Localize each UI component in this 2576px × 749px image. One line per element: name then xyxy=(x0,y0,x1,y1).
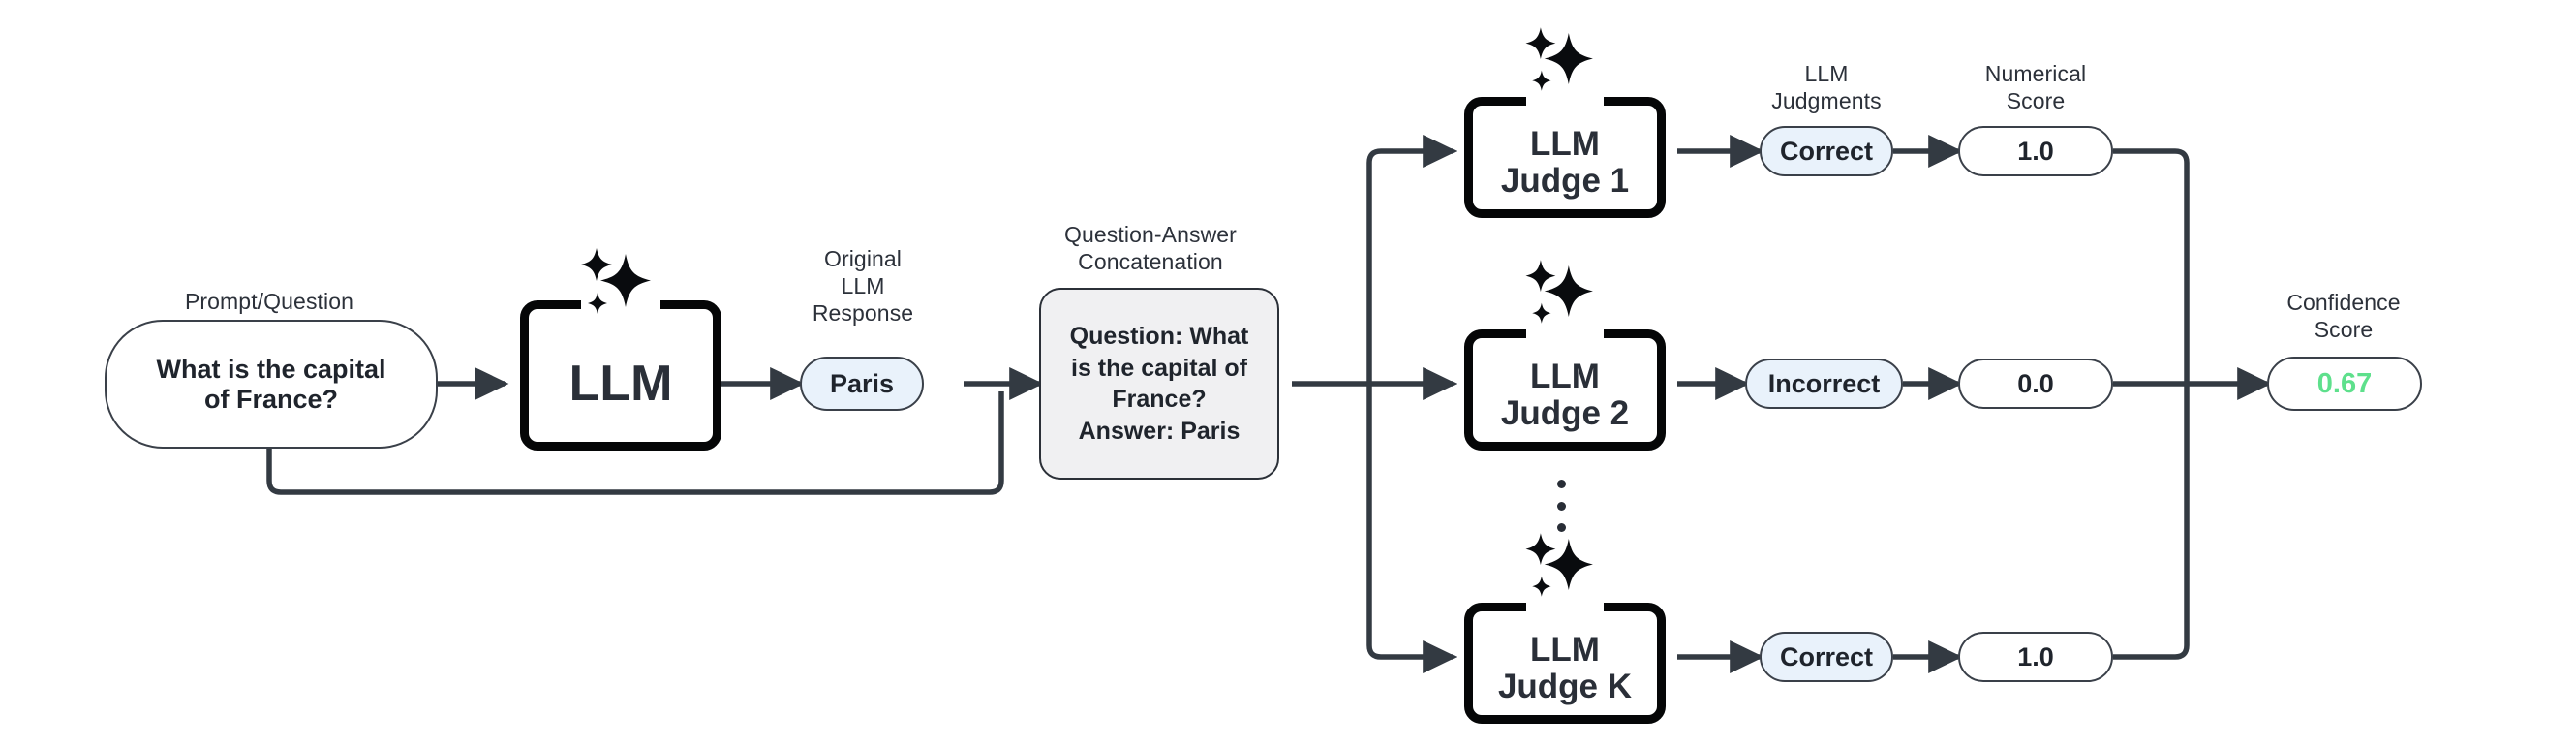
judgment-text-2: Incorrect xyxy=(1767,368,1881,398)
response-caption: Original LLM Response xyxy=(812,246,914,327)
judgment-text-k: Correct xyxy=(1779,641,1874,671)
concat-caption: Question-Answer Concatenation xyxy=(1064,222,1237,275)
wire-scorek-to-merge xyxy=(2113,384,2190,660)
score-text-k: 1.0 xyxy=(2017,641,2054,671)
llm-judge-2-label: LLM Judge 2 xyxy=(1500,357,1630,432)
llm-judge-k-box[interactable]: LLM Judge K xyxy=(1464,603,1666,724)
sparkles-icon xyxy=(1513,252,1617,331)
judgment-pill-2[interactable]: Incorrect xyxy=(1745,359,1903,409)
vertical-ellipsis-icon xyxy=(1556,480,1566,532)
llm-judge-k-top-notch xyxy=(1526,598,1604,611)
wire-branch-judge-1 xyxy=(1366,134,1457,169)
response-pill[interactable]: Paris xyxy=(800,357,924,411)
llm-judge-1-box[interactable]: LLM Judge 1 xyxy=(1464,97,1666,218)
prompt-question-box[interactable]: What is the capital of France? xyxy=(105,320,438,449)
llm-box-top-notch xyxy=(581,296,660,309)
prompt-question-text: What is the capital of France? xyxy=(156,354,386,414)
llm-judge-2-top-notch xyxy=(1526,325,1604,338)
confidence-score-value: 0.67 xyxy=(2316,367,2373,399)
llm-judge-k-label: LLM Judge K xyxy=(1497,630,1633,705)
concatenation-text: Question: What is the capital of France?… xyxy=(1069,323,1249,445)
score-text-1: 1.0 xyxy=(2017,136,2054,166)
sparkles-icon xyxy=(1513,525,1617,605)
score-pill-2[interactable]: 0.0 xyxy=(1958,359,2113,409)
response-text: Paris xyxy=(829,368,895,398)
llm-box[interactable]: LLM xyxy=(520,300,721,451)
llm-judge-1-label: LLM Judge 1 xyxy=(1500,124,1630,200)
judgment-text-1: Correct xyxy=(1779,136,1874,166)
score-pill-1[interactable]: 1.0 xyxy=(1958,126,2113,176)
score-text-2: 0.0 xyxy=(2017,368,2054,398)
concatenation-card[interactable]: Question: What is the capital of France?… xyxy=(1039,288,1279,480)
llm-judge-1-top-notch xyxy=(1526,92,1604,106)
sparkles-icon xyxy=(1513,19,1617,99)
numerical-score-caption: Numerical Score xyxy=(1984,61,2087,114)
llm-judge-2-box[interactable]: LLM Judge 2 xyxy=(1464,329,1666,451)
score-pill-k[interactable]: 1.0 xyxy=(1958,632,2113,682)
wire-branch-judge-k xyxy=(1366,640,1457,674)
judgment-pill-k[interactable]: Correct xyxy=(1760,632,1893,682)
confidence-score-pill[interactable]: 0.67 xyxy=(2267,357,2422,411)
judgments-caption: LLM Judgments xyxy=(1771,61,1882,114)
wire-score1-to-merge xyxy=(2113,148,2190,384)
prompt-caption: Prompt/Question xyxy=(184,289,354,314)
llm-label: LLM xyxy=(568,356,673,413)
judgment-pill-1[interactable]: Correct xyxy=(1760,126,1893,176)
confidence-score-caption: Confidence Score xyxy=(2286,290,2401,343)
